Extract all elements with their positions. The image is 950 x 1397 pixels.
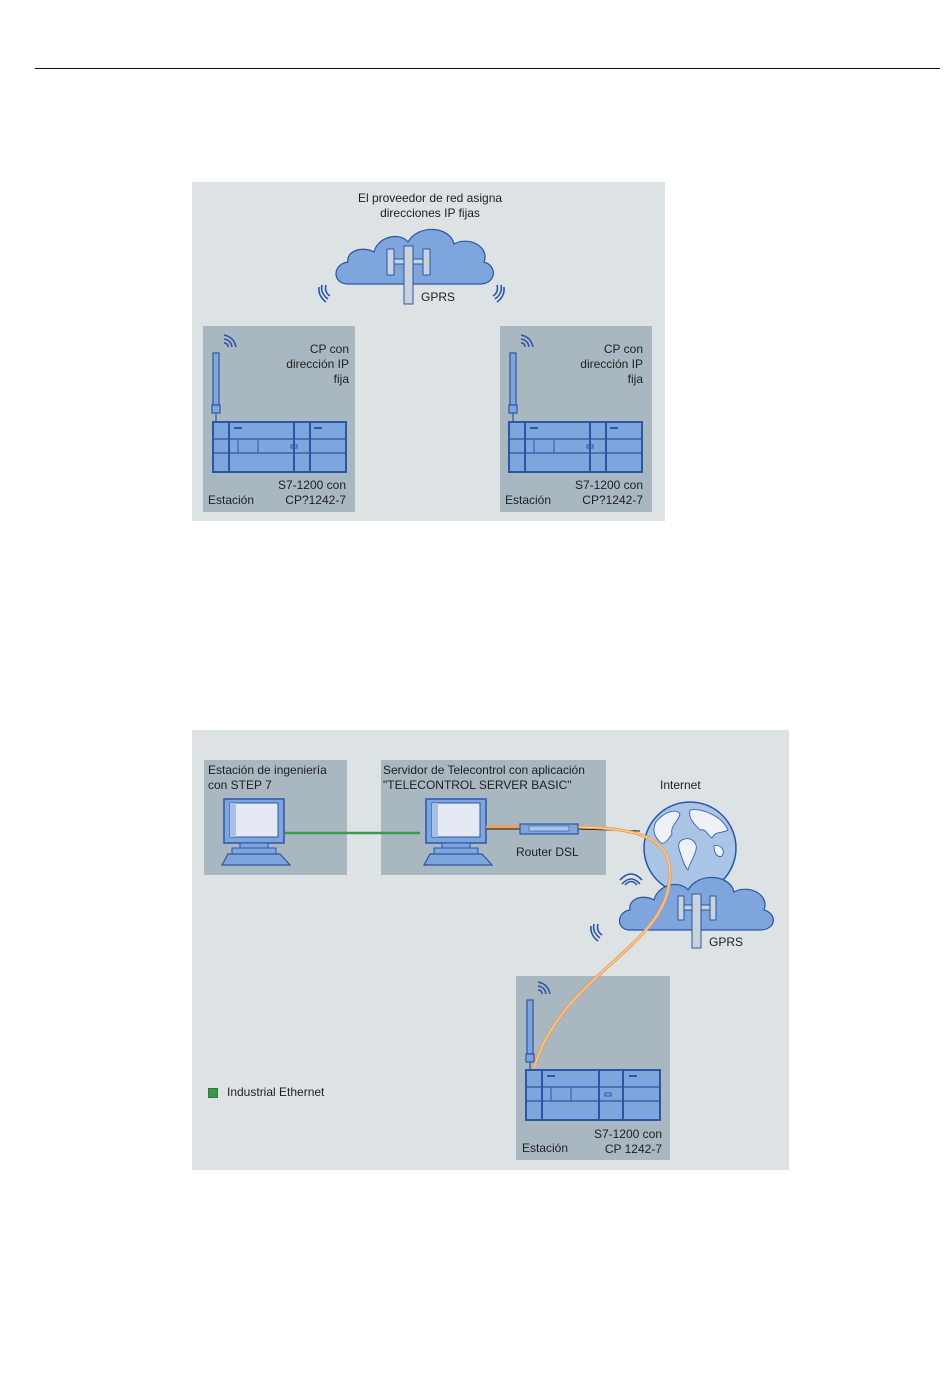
s7-1200-plc-icon	[508, 421, 643, 473]
internet-globe-icon	[643, 801, 737, 895]
engineering-station-line2: con STEP 7	[208, 778, 272, 792]
station-label: Estación	[208, 493, 255, 507]
device-line1: S7-1200 con	[574, 478, 643, 492]
gprs-cloud-icon	[335, 228, 494, 305]
antenna-icon	[508, 334, 534, 421]
cp-line1: CP con	[603, 342, 643, 356]
s7-1200-plc-icon	[525, 1069, 661, 1121]
station-box-2	[500, 326, 652, 512]
station-label: Estación	[522, 1141, 569, 1155]
industrial-ethernet-link	[285, 831, 420, 835]
signal-waves-icon	[590, 923, 603, 942]
device-line2: CP?1242-7	[582, 493, 643, 507]
gprs-label: GPRS	[421, 290, 456, 304]
s7-1200-plc-icon	[212, 421, 347, 473]
station-device-line1: S7-1200 con	[593, 1127, 662, 1141]
engineering-pc-icon	[220, 798, 292, 866]
cloud-caption-line1: El proveedor de red asigna	[357, 191, 503, 205]
device-line2: CP?1242-7	[285, 493, 346, 507]
cp-line2: dirección IP	[286, 357, 349, 371]
cp-line1: CP con	[309, 342, 349, 356]
engineering-station-line1: Estación de ingeniería	[208, 763, 327, 777]
signal-waves-left-icon	[318, 284, 331, 303]
cp-line3: fija	[627, 372, 643, 386]
antenna-icon	[525, 981, 551, 1070]
device-line1: S7-1200 con	[277, 478, 346, 492]
signal-waves-right-icon	[492, 284, 505, 303]
server-line2: "TELECONTROL SERVER BASIC"	[383, 778, 572, 792]
telecontrol-server-box	[381, 760, 606, 875]
server-pc-icon	[422, 798, 494, 866]
header-rule	[35, 68, 940, 69]
gprs-label: GPRS	[709, 935, 744, 949]
dsl-router-icon	[519, 823, 579, 835]
cp-line2: dirección IP	[580, 357, 643, 371]
cp-line3: fija	[333, 372, 349, 386]
legend-swatch-industrial-ethernet	[208, 1088, 218, 1098]
signal-waves-icon	[619, 873, 643, 886]
cloud-caption-line2: direcciones IP fijas	[380, 206, 480, 220]
station-box-1	[203, 326, 355, 512]
antenna-icon	[211, 334, 237, 421]
station-label: Estación	[505, 493, 552, 507]
station-box	[516, 976, 670, 1160]
server-line1: Servidor de Telecontrol con aplicación	[383, 763, 585, 777]
internet-label: Internet	[660, 778, 701, 792]
legend-label-industrial-ethernet: Industrial Ethernet	[227, 1085, 325, 1099]
router-label: Router DSL	[516, 845, 579, 859]
station-device-line2: CP 1242-7	[604, 1142, 662, 1156]
